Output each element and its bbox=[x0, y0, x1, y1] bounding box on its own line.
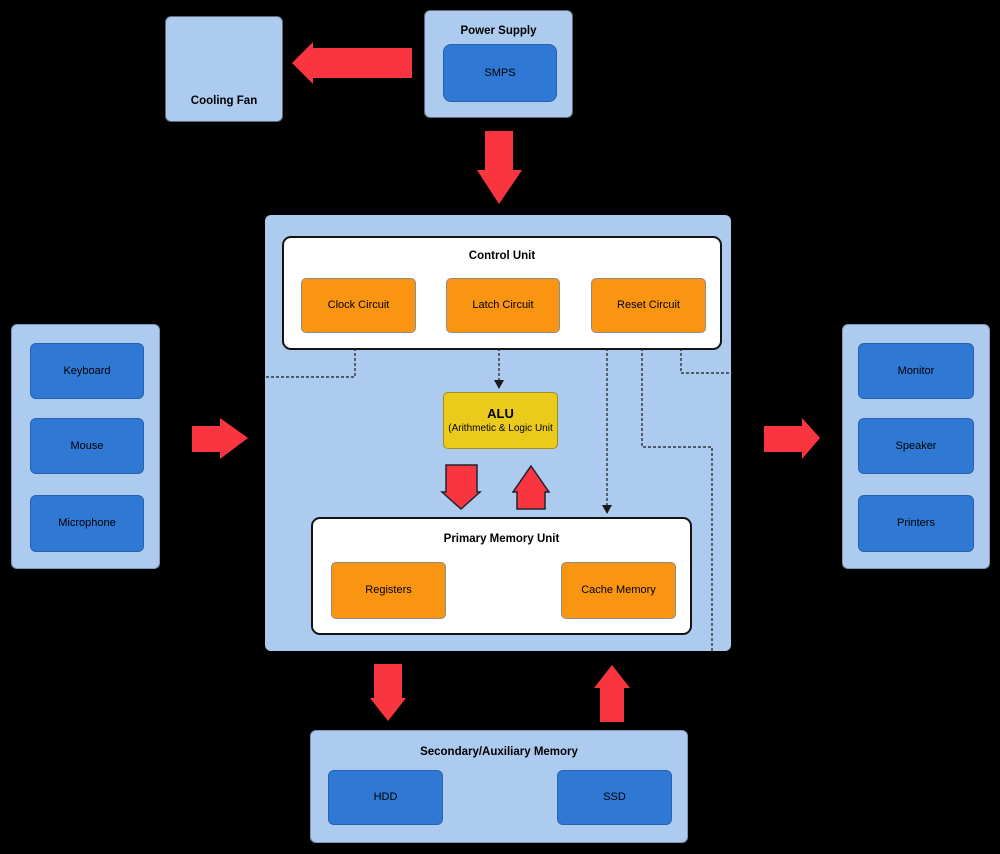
hdd-label: HDD bbox=[373, 791, 398, 804]
speaker-chip: Speaker bbox=[858, 418, 974, 474]
keyboard-chip: Keyboard bbox=[30, 343, 144, 399]
hdd-chip: HDD bbox=[328, 770, 443, 825]
arrow-power-to-cpu-icon bbox=[477, 131, 522, 204]
control-unit-box: Control Unit Clock Circuit Latch Circuit… bbox=[282, 236, 722, 350]
reset-circuit-label: Reset Circuit bbox=[617, 299, 680, 312]
arrow-input-to-cpu-icon bbox=[192, 418, 248, 459]
speaker-label: Speaker bbox=[895, 439, 937, 452]
arrow-cpu-to-secondary-icon bbox=[370, 664, 406, 721]
smps-label: SMPS bbox=[484, 66, 516, 79]
clock-circuit-label: Clock Circuit bbox=[327, 299, 390, 312]
secondary-memory-title: Secondary/Auxiliary Memory bbox=[420, 746, 578, 758]
printers-chip: Printers bbox=[858, 495, 974, 552]
cache-memory-label: Cache Memory bbox=[581, 584, 656, 597]
microphone-chip: Microphone bbox=[30, 495, 144, 552]
smps-chip: SMPS bbox=[443, 44, 557, 102]
mouse-label: Mouse bbox=[70, 439, 104, 452]
primary-memory-title: Primary Memory Unit bbox=[443, 533, 560, 545]
input-devices-box: Keyboard Mouse Microphone bbox=[11, 324, 160, 569]
cooling-fan-box: Cooling Fan bbox=[165, 16, 283, 122]
microphone-label: Microphone bbox=[58, 517, 116, 530]
latch-circuit-label: Latch Circuit bbox=[472, 299, 534, 312]
alu-subtitle: (Arithmetic & Logic Unit bbox=[448, 422, 553, 434]
registers-chip: Registers bbox=[331, 562, 446, 619]
reset-circuit-chip: Reset Circuit bbox=[591, 278, 706, 333]
control-unit-title: Control Unit bbox=[468, 250, 536, 262]
arrow-cpu-to-output-icon bbox=[764, 418, 820, 459]
primary-memory-box: Primary Memory Unit Registers Cache Memo… bbox=[311, 517, 692, 635]
alu-title: ALU bbox=[487, 405, 514, 421]
secondary-memory-box: Secondary/Auxiliary Memory HDD SSD bbox=[310, 730, 688, 843]
alu-chip: ALU (Arithmetic & Logic Unit bbox=[443, 392, 558, 449]
mouse-chip: Mouse bbox=[30, 418, 144, 474]
monitor-label: Monitor bbox=[897, 364, 935, 377]
power-supply-title: Power Supply bbox=[460, 25, 537, 37]
latch-circuit-chip: Latch Circuit bbox=[446, 278, 560, 333]
registers-label: Registers bbox=[365, 584, 412, 597]
cache-memory-chip: Cache Memory bbox=[561, 562, 676, 619]
cooling-fan-label: Cooling Fan bbox=[190, 95, 258, 107]
ssd-label: SSD bbox=[603, 791, 626, 804]
monitor-chip: Monitor bbox=[858, 343, 974, 399]
arrow-power-to-fan-icon bbox=[292, 42, 412, 84]
ssd-chip: SSD bbox=[557, 770, 672, 825]
clock-circuit-chip: Clock Circuit bbox=[301, 278, 416, 333]
keyboard-label: Keyboard bbox=[63, 364, 111, 377]
printers-label: Printers bbox=[897, 517, 935, 530]
cpu-box: Control Unit Clock Circuit Latch Circuit… bbox=[263, 213, 733, 653]
output-devices-box: Monitor Speaker Printers bbox=[842, 324, 990, 569]
arrow-secondary-to-cpu-icon bbox=[594, 665, 630, 722]
power-supply-box: Power Supply SMPS bbox=[424, 10, 573, 118]
